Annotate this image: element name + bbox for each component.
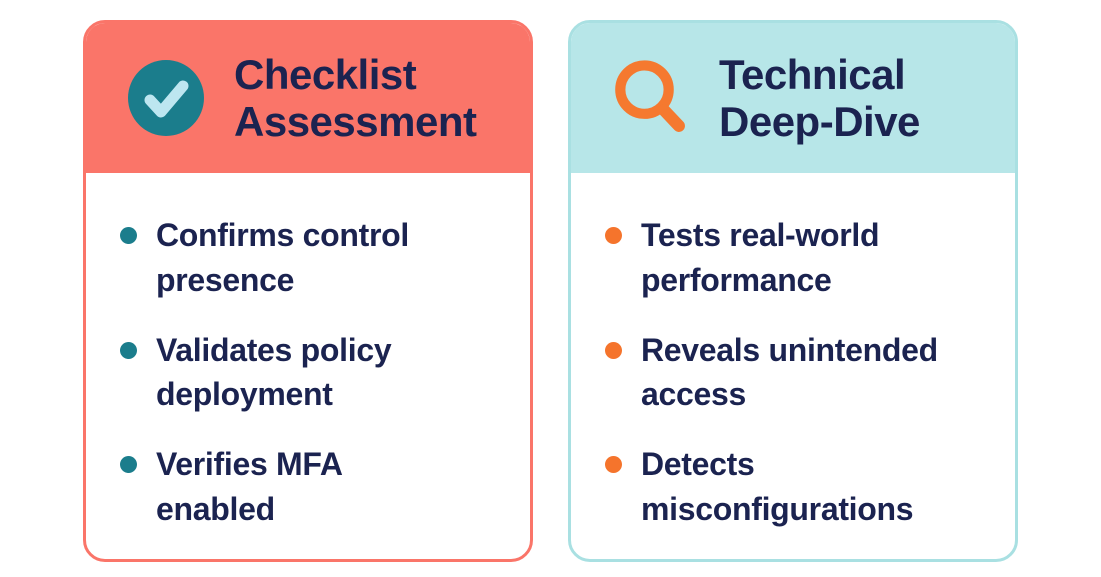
magnifier-icon xyxy=(611,58,691,138)
list-item-text: Reveals unintended access xyxy=(641,331,938,413)
list-item: Tests real-world performance xyxy=(605,213,989,303)
list-item-text: Confirms control presence xyxy=(156,217,409,298)
list-item: Confirms control presence xyxy=(120,213,504,303)
card-title: Checklist Assessment xyxy=(234,50,477,145)
bullet-dot-icon xyxy=(120,341,137,359)
card-technical-deep-dive: Technical Deep-Dive Tests real-world per… xyxy=(568,20,1018,562)
list-item: Verifies MFA enabled xyxy=(120,442,504,532)
checkmark-circle-icon xyxy=(126,58,206,138)
deep-dive-card-header: Technical Deep-Dive xyxy=(571,23,1015,173)
list-item-text: Detects misconfigurations xyxy=(641,446,914,527)
checklist-card-header: Checklist Assessment xyxy=(86,23,530,173)
checklist-card-body: Confirms control presence Validates poli… xyxy=(86,173,530,532)
list-item-text: Tests real-world performance xyxy=(641,217,880,298)
bullet-dot-icon xyxy=(120,456,137,474)
list-item: Reveals unintended access xyxy=(605,328,989,418)
card-checklist-assessment: Checklist Assessment Confirms control pr… xyxy=(83,20,533,562)
bullet-dot-icon xyxy=(605,456,622,474)
card-title: Technical Deep-Dive xyxy=(719,50,920,145)
deep-dive-card-body: Tests real-world performance Reveals uni… xyxy=(571,173,1015,532)
list-item-text: Verifies MFA enabled xyxy=(156,446,343,527)
bullet-dot-icon xyxy=(605,227,622,244)
list-item-text: Validates policy deployment xyxy=(156,331,392,413)
list-item: Validates policy deployment xyxy=(120,328,504,418)
bullet-dot-icon xyxy=(605,341,622,359)
bullet-dot-icon xyxy=(120,227,137,244)
list-item: Detects misconfigurations xyxy=(605,442,989,532)
